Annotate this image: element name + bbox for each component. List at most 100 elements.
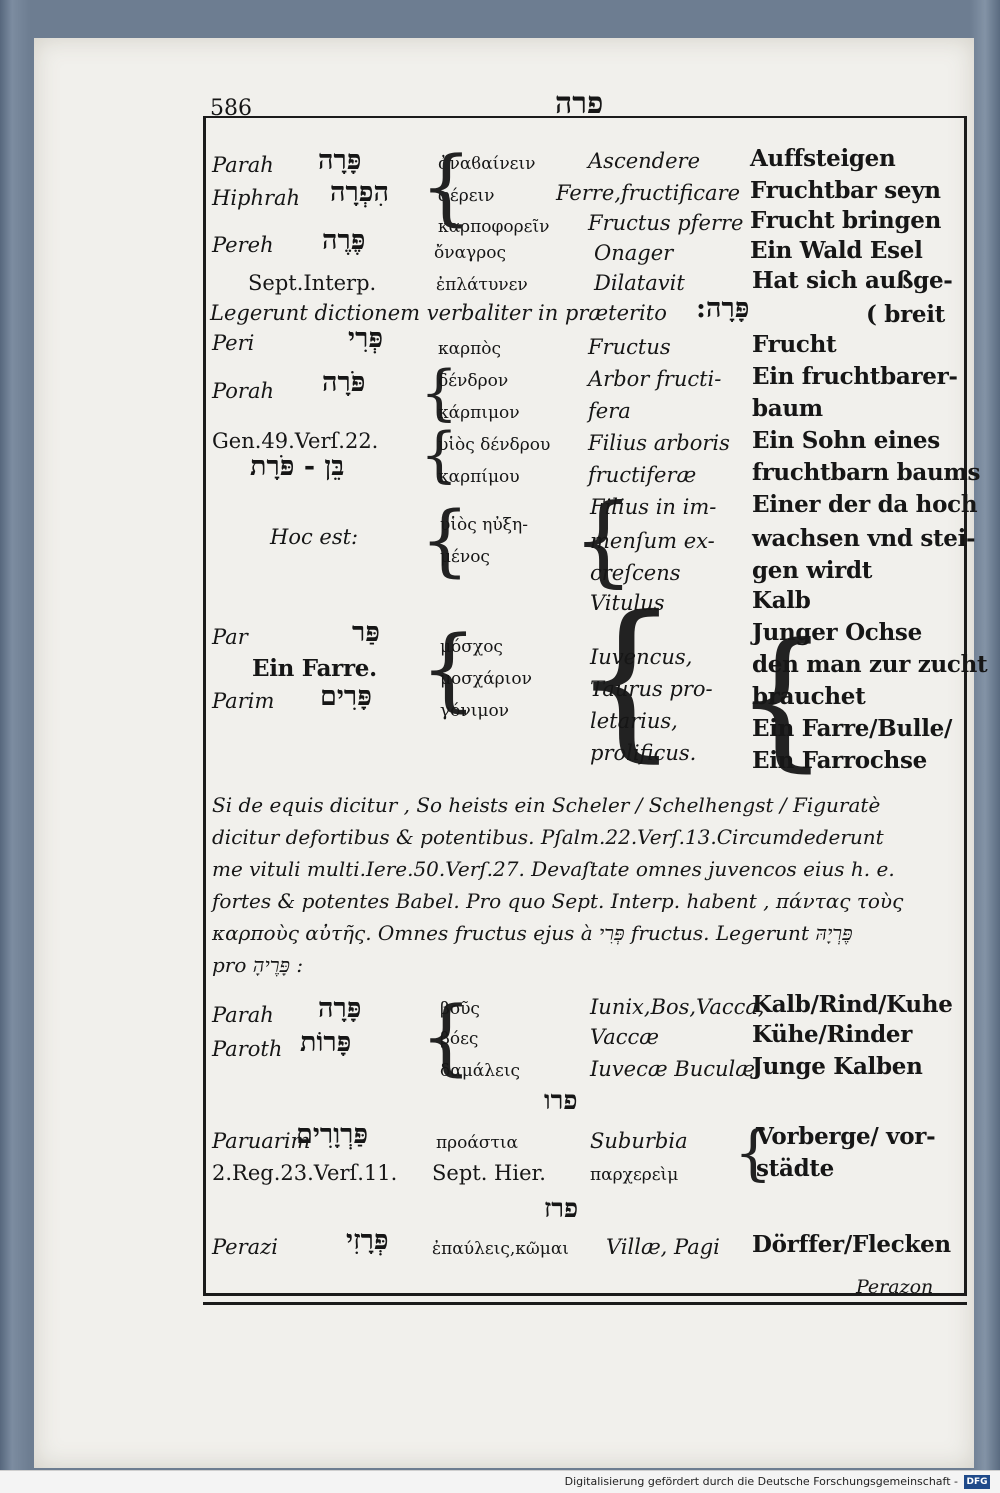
- latin-r12: Vaccæ: [590, 1025, 660, 1049]
- latin-r14: Suburbia: [590, 1129, 688, 1153]
- latin-r4: Onager: [594, 241, 674, 265]
- translit-r15: 2.Reg.23.Verſ.11.: [212, 1161, 398, 1185]
- para-line-1: Si de equis dicitur , So heists ein Sche…: [212, 793, 881, 817]
- translit-r2: Hiphrah: [212, 186, 301, 210]
- greek-r5: ἐπλάτυνεν: [436, 275, 528, 295]
- par-latin-1: Vitulus: [590, 591, 665, 615]
- latin-r6: Fructus: [588, 335, 671, 359]
- greek-r11: βοῦς: [440, 999, 480, 1019]
- greek-r14: προάστια: [436, 1133, 519, 1153]
- latin-r11: Iunix,Bos,Vacca,: [590, 995, 765, 1019]
- latin-r3: Fructus pferre: [588, 211, 744, 235]
- hoc-greek-2: μένος: [440, 547, 490, 567]
- translit-r7: Porah: [212, 379, 275, 403]
- greek-r4: ὄναγρος: [434, 243, 506, 263]
- brace-block4: {: [420, 990, 473, 1085]
- funding-note: Digitalisierung gefördert durch die Deut…: [564, 1475, 958, 1488]
- par-latin-2: Iuvencus,: [590, 645, 693, 669]
- hebrew-r2: הִפְרָה: [330, 177, 390, 208]
- german-r9: Ein Sohn eines: [752, 427, 940, 454]
- german-r12: Kühe/Rinder: [752, 1021, 913, 1048]
- legerunt-hebrew: פָּרָה:: [696, 293, 750, 324]
- hoc-german-1: Einer der da hoch: [752, 491, 978, 518]
- para-line-3: me vituli multi.Iere.50.Verſ.27. Devaſta…: [212, 857, 895, 881]
- german-r14: Vorberge/ vor-: [756, 1123, 936, 1150]
- par-german-4: brauchet: [752, 683, 866, 710]
- brace-hoc-latin: {: [572, 484, 635, 598]
- brace-block5: {: [734, 1118, 773, 1188]
- par-translit: Par: [212, 625, 248, 649]
- parim-hebrew: פָּרִים: [320, 681, 372, 712]
- german-r15: städte: [756, 1155, 835, 1182]
- par-german-1: Kalb: [752, 587, 811, 614]
- greek-r2: φέρειν: [438, 186, 495, 206]
- german-r3: Frucht bringen: [750, 207, 942, 234]
- hoc-est-label: Hoc est:: [270, 525, 359, 549]
- hebrew-r1: פָּרָה: [318, 145, 362, 176]
- greek-r15: παρχερεὶμ: [590, 1165, 679, 1185]
- latin-r2: Ferre,fructificare: [556, 181, 741, 205]
- latin-r16: Villæ, Pagi: [606, 1235, 720, 1259]
- ein-farre: Ein Farre.: [252, 655, 377, 682]
- hebrew-r6: פְּרִי: [348, 323, 384, 354]
- sept-hier: Sept. Hier.: [432, 1161, 546, 1185]
- greek-r1: ἀναϐαίνειν: [438, 154, 536, 174]
- german-r4: Ein Wald Esel: [750, 237, 923, 264]
- greek-r8: κάρπιμον: [438, 403, 520, 423]
- german-breit: ( breit: [866, 301, 945, 328]
- greek-r3: καρποφορεῖν: [438, 217, 550, 237]
- par-latin-4: letarius,: [590, 709, 678, 733]
- hebrew-r16: פְּרָזִי: [346, 1225, 389, 1256]
- translit-r1: Parah: [212, 153, 274, 177]
- german-r16: Dörffer/Flecken: [752, 1231, 951, 1258]
- greek-r7: δένδρον: [438, 371, 509, 391]
- translit-r16: Perazi: [212, 1235, 278, 1259]
- latin-r13: Iuvecæ Buculæ: [590, 1057, 755, 1081]
- greek-r13: δαμάλεις: [440, 1061, 521, 1081]
- german-r5: Hat sich außge-: [752, 267, 953, 294]
- german-r7: Ein fruchtbarer-: [752, 363, 958, 390]
- para-line-6: pro פָּרֶיהָ :: [212, 953, 304, 977]
- latin-r8: fera: [588, 399, 631, 423]
- hoc-german-3: gen wirdt: [752, 557, 873, 584]
- par-latin-5: prolificus.: [590, 741, 697, 765]
- par-greek-3: γόνιμον: [440, 701, 510, 721]
- latin-r7: Arbor fructi-: [588, 367, 722, 391]
- brace-block1: {: [420, 140, 473, 235]
- par-greek-2: μοσχάριον: [440, 669, 532, 689]
- german-r6: Frucht: [752, 331, 837, 358]
- hoc-latin-3: creſcens: [590, 561, 681, 585]
- brace-par-latin: {: [572, 580, 681, 778]
- para-line-4: fortes & potentes Babel. Pro quo Sept. I…: [212, 889, 904, 913]
- page-number: 586: [210, 96, 252, 121]
- latin-r10: fructiferæ: [588, 463, 697, 487]
- greek-r16: ἐπαύλεις,κῶμαι: [432, 1239, 569, 1259]
- par-hebrew: פַּר: [352, 617, 380, 648]
- german-r8: baum: [752, 395, 823, 422]
- brace-block3: {: [420, 420, 459, 490]
- german-r13: Junge Kalben: [752, 1053, 923, 1080]
- running-head: פרה: [555, 86, 604, 121]
- translit-r14: Paruarim: [212, 1129, 311, 1153]
- par-latin-3: Taurus pro-: [590, 677, 713, 701]
- parim-translit: Parim: [212, 689, 275, 713]
- translit-r6: Peri: [212, 331, 255, 355]
- dfg-logo: DFG: [964, 1475, 990, 1489]
- par-german-5: Ein Farre/Bulle/: [752, 715, 953, 742]
- translit-r4: Pereh: [212, 233, 274, 257]
- para-line-2: dicitur defortibus & potentibus. Pſalm.2…: [212, 825, 884, 849]
- par-greek-1: μόσχος: [440, 637, 503, 657]
- hebrew-r10: בֵּן - פֹּרָת: [250, 451, 345, 482]
- translit-r9: Gen.49.Verſ.22.: [212, 429, 379, 453]
- par-german-3: den man zur zucht: [752, 651, 988, 678]
- hoc-latin-2: menſum ex-: [590, 529, 715, 553]
- german-r1: Auffsteigen: [750, 145, 896, 172]
- hoc-german-2: wachsen vnd stei-: [752, 525, 976, 552]
- hebrew-r7: פֹּרָה: [322, 367, 366, 398]
- hebrew-r11: פָּרָה: [318, 993, 362, 1024]
- par-german-6: Ein Farrochse: [752, 747, 927, 774]
- greek-r9: υἱὸς δένδρου: [438, 435, 551, 455]
- digitization-footer: Digitalisierung gefördert durch die Deut…: [0, 1470, 1000, 1493]
- translit-r11: Parah: [212, 1003, 274, 1027]
- hebrew-r4: פֶּרֶה: [322, 225, 366, 256]
